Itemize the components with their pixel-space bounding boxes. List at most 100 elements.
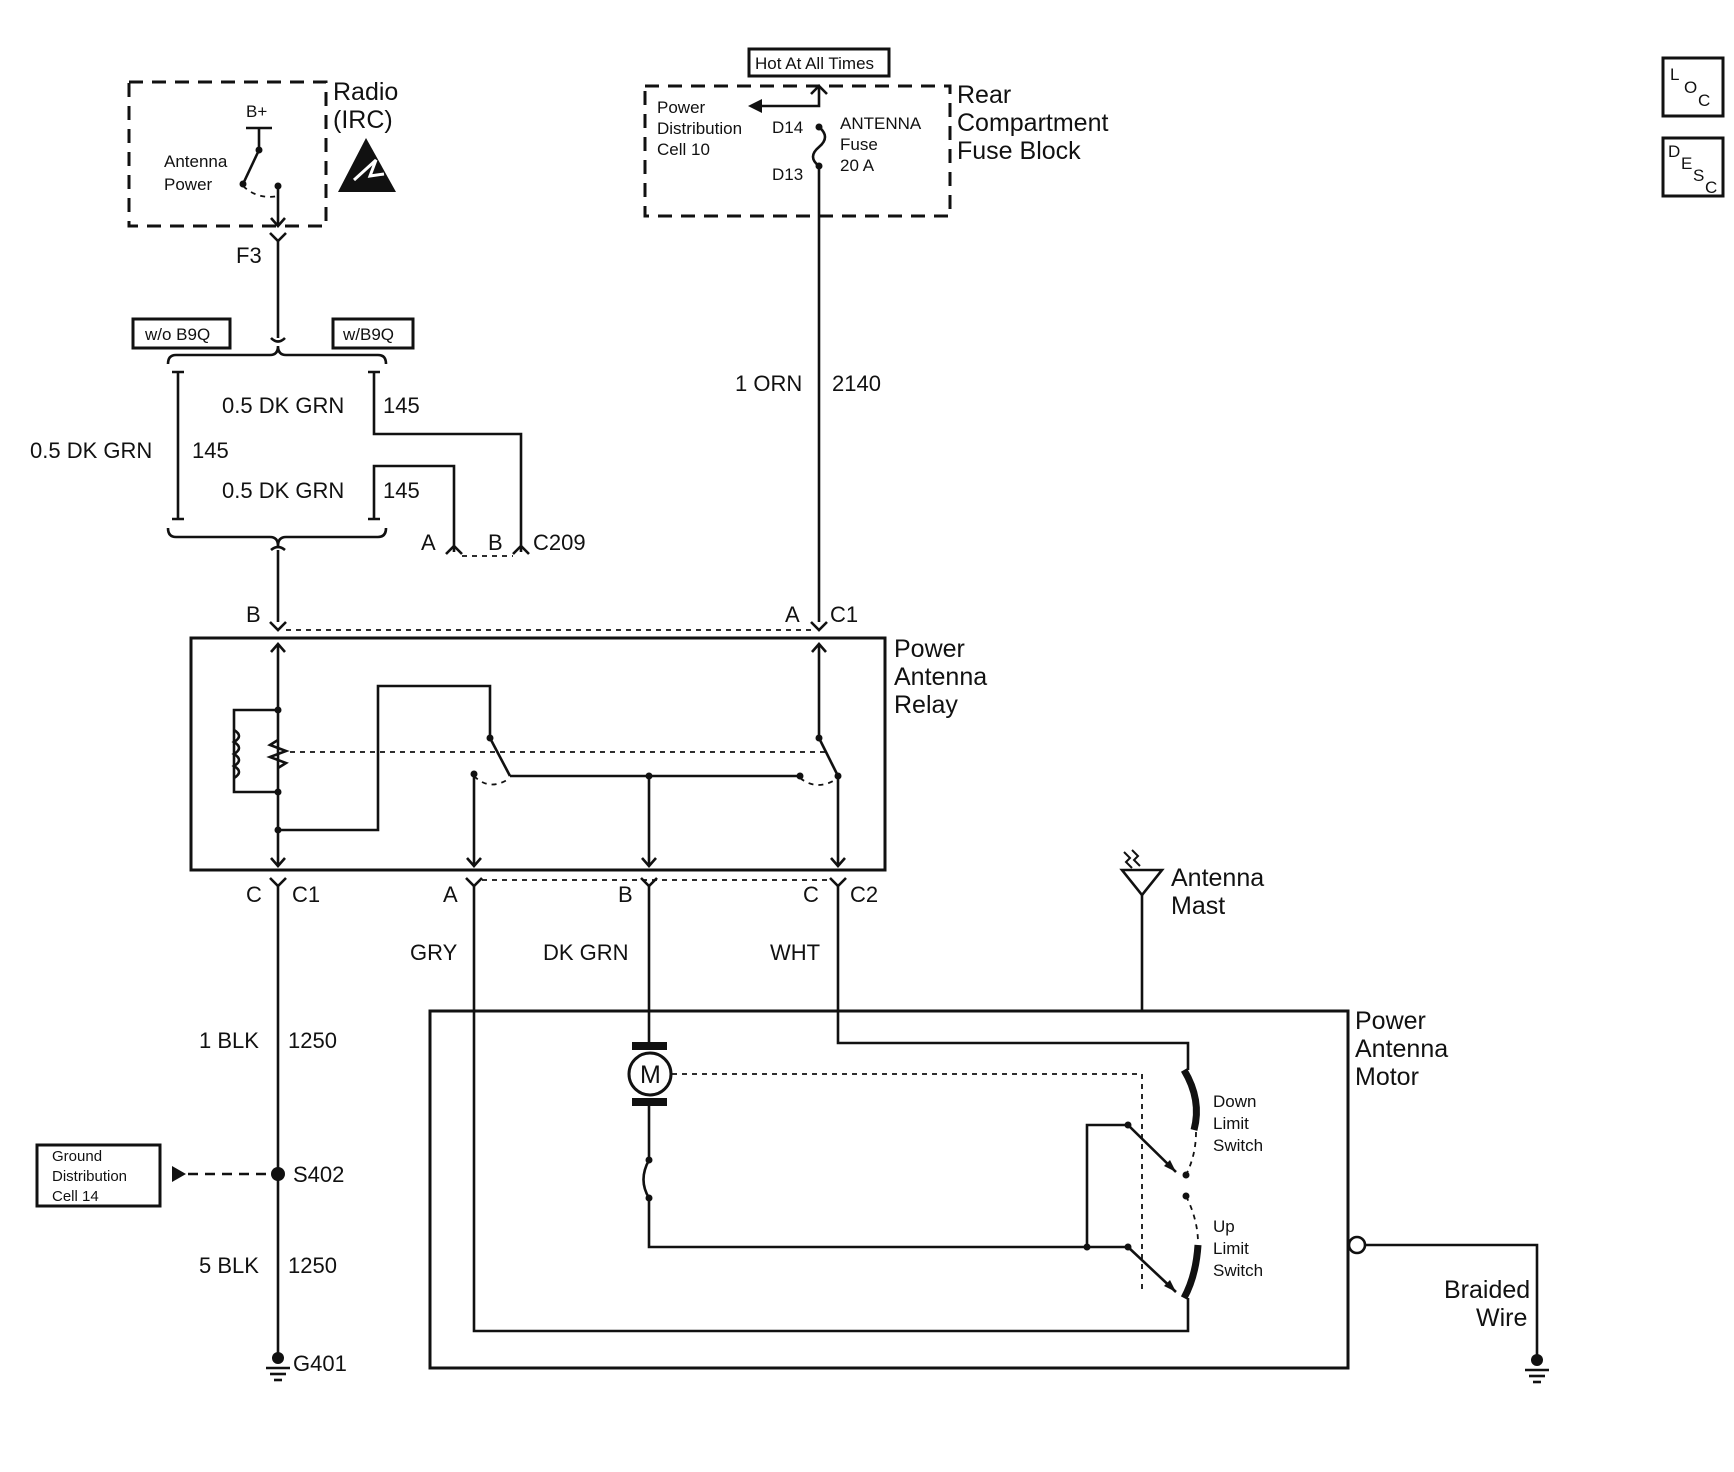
- radio-bplus-label: B+: [246, 102, 267, 121]
- relay-bottom-conn-c2: C2: [850, 882, 878, 907]
- braided-wire-label-2: Wire: [1476, 1304, 1527, 1332]
- top-brace: [166, 345, 388, 365]
- fuse-pin-d14: D14: [772, 118, 803, 137]
- relay-top-pin-a: A: [785, 602, 800, 627]
- radio-pin-f3: F3: [236, 243, 262, 268]
- relay-title-3: Relay: [894, 691, 958, 719]
- ground-dist-arrow-icon: [172, 1166, 186, 1182]
- wire-blk1-circuit: 1250: [288, 1028, 337, 1053]
- hot-at-all-times-label: Hot At All Times: [755, 54, 874, 73]
- up-limit-label-3: Switch: [1213, 1261, 1263, 1280]
- ground-g401-label: G401: [293, 1351, 347, 1376]
- relay-coil-icon: [231, 728, 241, 780]
- loc-letter-1: L: [1670, 65, 1679, 84]
- relay-bottom-pin-c2: C: [803, 882, 819, 907]
- wire-dkgrn-a-circuit: 145: [192, 438, 229, 463]
- ground-dist-label-3: Cell 14: [52, 1188, 99, 1205]
- down-limit-label-3: Switch: [1213, 1136, 1263, 1155]
- pdc10-label-3: Cell 10: [657, 140, 710, 159]
- fuse-block-title-1: Rear: [957, 81, 1011, 109]
- wire-dkgrn-b-circuit: 145: [383, 393, 420, 418]
- relay-top-pin-b: B: [246, 602, 261, 627]
- ground-g401-icon: [266, 1352, 290, 1382]
- option-without-b9q: w/o B9Q: [144, 325, 210, 344]
- upper-dkgrn-wire: [368, 370, 523, 552]
- antenna-fuse-icon: [811, 126, 827, 168]
- relay-bottom-pin-a: A: [443, 882, 458, 907]
- option-with-b9q: w/B9Q: [342, 325, 394, 344]
- loc-letter-3: C: [1698, 91, 1710, 110]
- antenna-mast-label-1: Antenna: [1171, 864, 1264, 892]
- motor-title-3: Motor: [1355, 1063, 1419, 1091]
- fuse-block-dashed-box: [643, 84, 952, 218]
- dkgrn-bundle: 0.5 DK GRN 145 0.5 DK GRN 145 0.5 DK GRN…: [30, 370, 523, 552]
- ground-dist-label-2: Distribution: [52, 1168, 127, 1185]
- esd-warning-icon: [338, 138, 396, 192]
- wht-wire: [836, 886, 1190, 1070]
- fuse-label-2: Fuse: [840, 135, 878, 154]
- relay-bottom-conn-c1: C1: [292, 882, 320, 907]
- bottom-brace: [166, 527, 388, 547]
- relay-box: [189, 636, 887, 872]
- relay-bottom-connectors: C C1 A B C C2: [246, 877, 878, 907]
- down-limit-label-2: Limit: [1213, 1114, 1249, 1133]
- wire-orn-circuit: 2140: [832, 371, 881, 396]
- relay-bottom-pin-c: C: [246, 882, 262, 907]
- c209-pin-a: A: [421, 530, 436, 555]
- relay-title-1: Power: [894, 635, 965, 663]
- loc-letter-2: O: [1684, 78, 1697, 97]
- wire-blk5-circuit: 1250: [288, 1253, 337, 1278]
- desc-button[interactable]: D E S C: [1661, 136, 1725, 198]
- fuse-label-3: 20 A: [840, 156, 875, 175]
- down-limit-label-1: Down: [1213, 1092, 1256, 1111]
- lower-dkgrn-wire: [368, 464, 456, 552]
- wire-blk5-label: 5 BLK: [199, 1253, 259, 1278]
- motor-title-1: Power: [1355, 1007, 1426, 1035]
- braided-wire-terminal-icon: [1347, 1235, 1367, 1255]
- wire-dkgrn-c-circuit: 145: [383, 478, 420, 503]
- circuit-breaker-icon: [642, 1159, 651, 1199]
- motor-component: Power Antenna Motor M Down Limit Switch: [428, 886, 1448, 1370]
- wire-orn-label: 1 ORN: [735, 371, 802, 396]
- braided-wire-label-1: Braided: [1444, 1276, 1530, 1304]
- ground-path: 1 BLK 1250 S402 5 BLK 1250 G401 Ground D…: [35, 886, 347, 1382]
- antenna-mast: Antenna Mast: [1119, 849, 1264, 1011]
- gry-wire: [472, 886, 1190, 1333]
- relay-component: B A C1 Power Antenna Relay: [189, 602, 987, 872]
- braided-wire: Braided Wire: [1347, 1235, 1549, 1384]
- wire-blk1-label: 1 BLK: [199, 1028, 259, 1053]
- antenna-mast-icon: [1119, 868, 1165, 898]
- radio-component: Radio (IRC) B+ Antenna Power F3: [127, 78, 398, 268]
- radio-title-1: Radio: [333, 78, 398, 106]
- pdc10-label-2: Distribution: [657, 119, 742, 138]
- splice-s402-label: S402: [293, 1162, 344, 1187]
- desc-letter-2: E: [1681, 154, 1692, 173]
- wire-dkgrn-label: DK GRN: [543, 940, 629, 965]
- loc-button[interactable]: L O C: [1661, 56, 1725, 118]
- c209-name: C209: [533, 530, 586, 555]
- wire-dkgrn-b-label: 0.5 DK GRN: [222, 393, 344, 418]
- relay-title-2: Antenna: [894, 663, 987, 691]
- antenna-power-switch: [241, 149, 261, 185]
- fuse-block-title-3: Fuse Block: [957, 137, 1081, 165]
- antenna-power-label-2: Power: [164, 175, 213, 194]
- radio-dashed-box: [127, 80, 328, 228]
- fuse-block-title-2: Compartment: [957, 109, 1108, 137]
- relay-bottom-pin-b: B: [618, 882, 633, 907]
- wire-wht-label: WHT: [770, 940, 820, 965]
- ground-dist-label-1: Ground: [52, 1148, 102, 1165]
- fuse-block-component: Hot At All Times Rear Compartment Fuse B…: [643, 47, 1108, 218]
- desc-letter-3: S: [1693, 166, 1704, 185]
- relay-resistor-icon: [266, 738, 290, 770]
- splice-s402-dot: [271, 1167, 285, 1181]
- up-limit-label-1: Up: [1213, 1217, 1235, 1236]
- motor-m-symbol: M: [640, 1061, 661, 1089]
- left-dkgrn-wire: [172, 370, 184, 521]
- radio-title-2: (IRC): [333, 106, 393, 134]
- f3-connector: [269, 232, 287, 243]
- antenna-mast-label-2: Mast: [1171, 892, 1225, 920]
- ground-dist-box: [35, 1143, 162, 1208]
- option-labels: w/o B9Q w/B9Q: [131, 317, 415, 350]
- down-limit-switch-contact: [1180, 1068, 1200, 1131]
